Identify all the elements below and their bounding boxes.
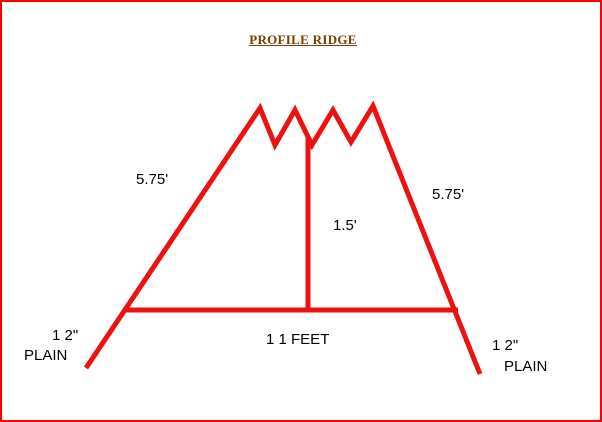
height-label: 1.5': [333, 217, 357, 234]
right-end-type-label: PLAIN: [504, 358, 548, 375]
base-length-label: 1 1 FEET: [266, 331, 330, 348]
left-end-size-label: 1 2": [52, 327, 79, 344]
diagram-title: PROFILE RIDGE: [249, 32, 357, 47]
left-slope-label: 5.75': [136, 171, 169, 188]
right-slope-label: 5.75': [432, 186, 465, 203]
right-end-size-label: 1 2": [492, 337, 519, 354]
ridge-outline: [83, 100, 483, 375]
left-end-type-label: PLAIN: [24, 347, 68, 364]
